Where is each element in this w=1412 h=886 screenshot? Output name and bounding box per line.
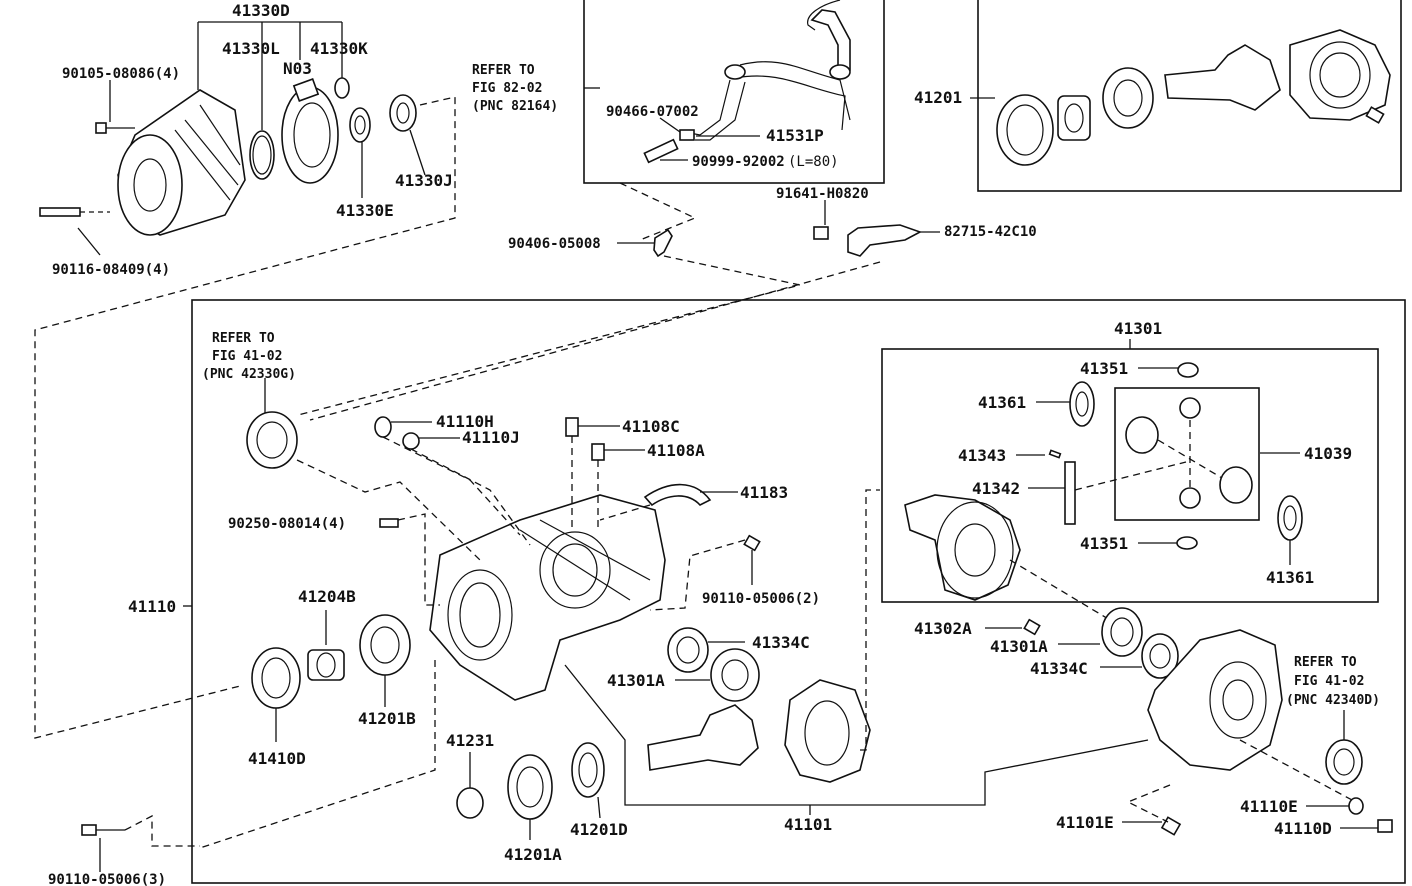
label-90466: 90466-07002 [606,104,699,120]
ring-pinion-lower-group [564,489,1149,815]
ref-41-02a-line2: FIG 41-02 [212,349,282,364]
label-82715: 82715-42C10 [944,224,1037,240]
bolt-90110-3 [81,814,200,872]
label-41201B: 41201B [358,709,416,728]
main-assembly-frame [191,299,1406,884]
label-90999-length: (L=80) [788,154,839,170]
label-90110-2: 90110-05006(2) [702,591,820,607]
ring-pinion-set-box [977,0,1402,192]
label-41201A: 41201A [504,845,562,864]
label-41101E: 41101E [1056,813,1114,832]
pinion-bearing-group [199,610,605,849]
label-41531P: 41531P [766,126,824,145]
ref-41-02b-line2: FIG 41-02 [1294,674,1364,689]
extension-housing-group [39,21,456,256]
ref-82-02-line2: FIG 82-02 [472,81,542,96]
label-90116: 90116-08409(4) [52,262,170,278]
label-90999: 90999-92002 [692,154,785,170]
label-41342: 41342 [972,479,1020,498]
ref-82-02-line1: REFER TO [472,63,535,78]
differential-carrier-group [183,378,761,701]
label-91641: 91641-H0820 [776,186,869,202]
label-41343: 41343 [958,446,1006,465]
differential-case-group [904,339,1303,621]
label-41110E: 41110E [1240,797,1298,816]
label-41330E: 41330E [336,201,394,220]
label-41351-bottom: 41351 [1080,534,1128,553]
ref-41-02b-line1: REFER TO [1294,655,1357,670]
o-ring [249,130,275,180]
side-cover-group [985,607,1393,836]
label-41231: 41231 [446,731,494,750]
ref-41-02a-line1: REFER TO [212,331,275,346]
label-90250: 90250-08014(4) [228,516,346,532]
breather-plug-90406 [297,228,801,416]
breather-hose-box [583,0,885,184]
label-41110J: 41110J [462,428,520,447]
label-41361-bottom: 41361 [1266,568,1314,587]
ref-41-02a-line3: (PNC 42330G) [202,367,296,382]
label-41101: 41101 [784,815,832,834]
breather-hose-group [584,0,851,241]
label-41039: 41039 [1304,444,1352,463]
ring-pinion-set-group [970,29,1391,166]
label-41301A-left: 41301A [607,671,665,690]
label-41201D: 41201D [570,820,628,839]
label-41110H: 41110H [436,412,494,431]
label-N03: N03 [283,59,312,78]
label-41110D: 41110D [1274,819,1332,838]
oil-seal [389,94,417,132]
label-41330K: 41330K [310,39,368,58]
label-41110: 41110 [128,597,176,616]
ref-82-02-line3: (PNC 82164) [472,99,558,114]
label-41108A: 41108A [647,441,705,460]
differential-case [904,494,1021,601]
washer [349,107,371,143]
label-41201: 41201 [914,88,962,107]
carrier-housing [429,494,666,701]
label-41302A: 41302A [914,619,972,638]
seal-41410D [251,647,301,709]
label-90105: 90105-08086(4) [62,66,180,82]
label-41334C-right: 41334C [1030,659,1088,678]
label-41301: 41301 [1114,319,1162,338]
label-90110-3: 90110-05006(3) [48,872,166,886]
label-41334C-left: 41334C [752,633,810,652]
bearing-41201B [359,614,411,676]
pinion-gear-box [1114,387,1260,521]
label-41204B: 41204B [298,587,356,606]
label-41351-top: 41351 [1080,359,1128,378]
front-oil-seal [246,411,298,469]
label-41410D: 41410D [248,749,306,768]
label-41301A-right: 41301A [990,637,1048,656]
label-41330L: 41330L [222,39,280,58]
label-90406: 90406-05008 [508,236,601,252]
ref-41-02b-line3: (PNC 42340D) [1286,693,1380,708]
label-41330D: 41330D [232,1,290,20]
label-41183: 41183 [740,483,788,502]
label-41361-top: 41361 [978,393,1026,412]
label-41108C: 41108C [622,417,680,436]
speed-sensor-bracket-group [309,200,940,421]
bearing-41201A [507,754,553,820]
label-41330J: 41330J [395,171,453,190]
